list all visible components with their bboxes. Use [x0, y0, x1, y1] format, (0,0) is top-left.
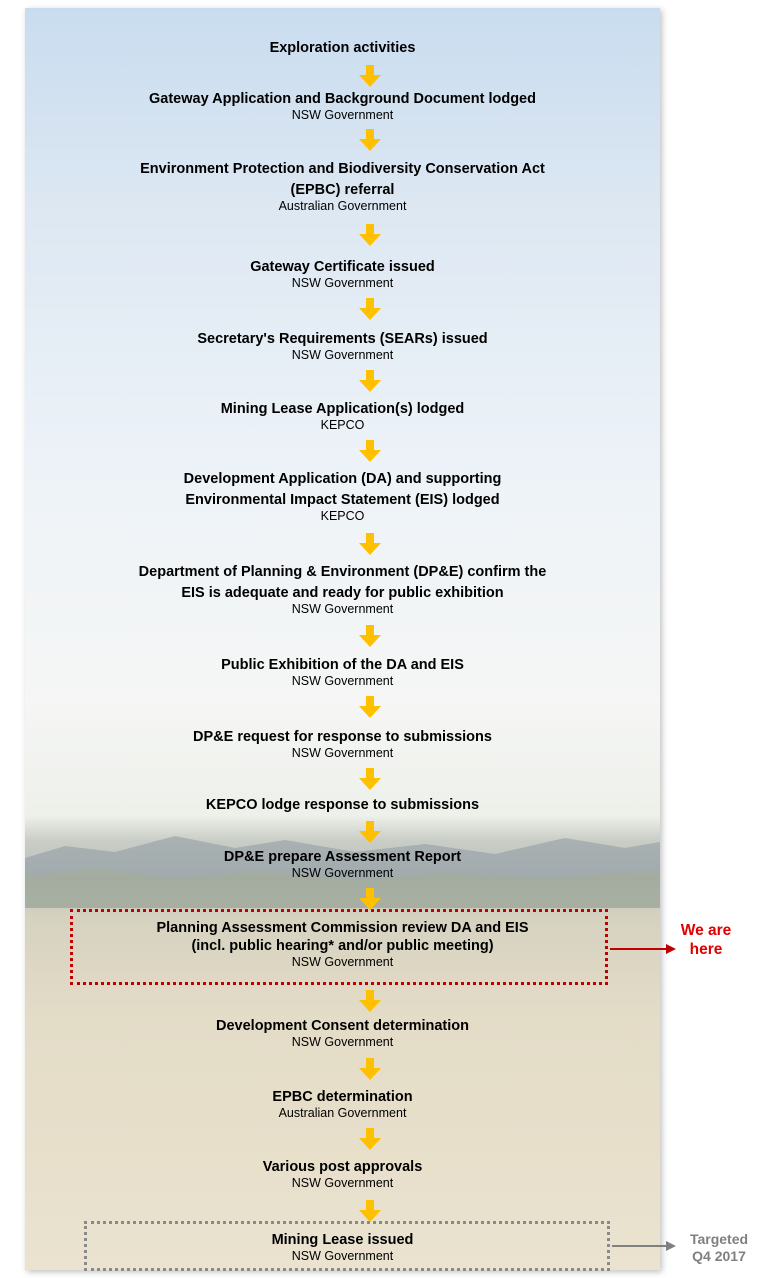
step-title: Public Exhibition of the DA and EIS	[221, 657, 464, 673]
step-title-line1: Environment Protection and Biodiversity …	[140, 161, 545, 177]
step-title: Various post approvals	[262, 1159, 423, 1175]
step-epbc-referral: Environment Protection and Biodiversity …	[25, 160, 660, 214]
step-title: Secretary's Requirements (SEARs) issued	[197, 331, 488, 347]
step-dpe-confirm-eis: Department of Planning & Environment (DP…	[25, 563, 660, 617]
down-arrow-icon	[359, 533, 381, 555]
step-title: Mining Lease issued	[271, 1232, 414, 1248]
arrowhead-icon	[666, 944, 676, 954]
down-arrow-icon	[359, 1058, 381, 1080]
down-arrow-icon	[359, 888, 381, 910]
we-are-here-callout: We are here	[676, 921, 736, 959]
down-arrow-icon	[359, 298, 381, 320]
step-responsible-party: NSW Government	[291, 1176, 394, 1190]
step-title: Exploration activities	[269, 40, 416, 56]
step-kepco-response: KEPCO lodge response to submissions	[25, 796, 660, 814]
step-mining-lease-issued: Mining Lease issued NSW Government	[25, 1231, 660, 1264]
step-responsible-party: NSW Government	[291, 674, 394, 688]
step-public-exhibition: Public Exhibition of the DA and EIS NSW …	[25, 656, 660, 689]
step-responsible-party: NSW Government	[291, 276, 394, 290]
step-title-line2: EIS is adequate and ready for public exh…	[181, 585, 504, 601]
down-arrow-icon	[359, 768, 381, 790]
step-responsible-party: NSW Government	[291, 1249, 394, 1263]
step-gateway-certificate: Gateway Certificate issued NSW Governmen…	[25, 258, 660, 291]
step-responsible-party: NSW Government	[291, 602, 394, 616]
callout-line2: Q4 2017	[692, 1248, 746, 1264]
landscape-hills	[25, 836, 660, 908]
down-arrow-icon	[359, 990, 381, 1012]
step-responsible-party: NSW Government	[291, 108, 394, 122]
step-request-response: DP&E request for response to submissions…	[25, 728, 660, 761]
flowchart-panel: Exploration activities Gateway Applicati…	[25, 8, 660, 1270]
step-responsible-party: NSW Government	[291, 955, 394, 969]
step-title: Development Consent determination	[216, 1018, 469, 1034]
step-epbc-determination: EPBC determination Australian Government	[25, 1088, 660, 1121]
step-title: EPBC determination	[272, 1089, 413, 1105]
step-responsible-party: Australian Government	[278, 1106, 407, 1120]
step-assessment-report: DP&E prepare Assessment Report NSW Gover…	[25, 848, 660, 881]
down-arrow-icon	[359, 1200, 381, 1222]
step-title-line2: (EPBC) referral	[290, 182, 395, 198]
down-arrow-icon	[359, 1128, 381, 1150]
down-arrow-icon	[359, 625, 381, 647]
step-pac-review: Planning Assessment Commission review DA…	[25, 919, 660, 970]
step-responsible-party: NSW Government	[291, 348, 394, 362]
step-title: DP&E request for response to submissions	[193, 729, 492, 745]
step-da-eis-lodged: Development Application (DA) and support…	[25, 470, 660, 524]
down-arrow-icon	[359, 821, 381, 843]
step-responsible-party: KEPCO	[320, 509, 365, 523]
step-exploration: Exploration activities	[25, 39, 660, 57]
step-title: KEPCO lodge response to submissions	[205, 797, 480, 813]
step-sears-issued: Secretary's Requirements (SEARs) issued …	[25, 330, 660, 363]
step-title: Gateway Certificate issued	[250, 259, 435, 275]
step-responsible-party: NSW Government	[291, 1035, 394, 1049]
step-development-consent: Development Consent determination NSW Go…	[25, 1017, 660, 1050]
step-responsible-party: NSW Government	[291, 746, 394, 760]
step-title-line1: Department of Planning & Environment (DP…	[138, 564, 547, 580]
down-arrow-icon	[359, 696, 381, 718]
step-title-line2: (incl. public hearing* and/or public mee…	[191, 938, 494, 954]
step-title: DP&E prepare Assessment Report	[223, 849, 462, 865]
targeted-callout: Targeted Q4 2017	[680, 1231, 758, 1265]
step-title: Gateway Application and Background Docum…	[149, 91, 536, 107]
down-arrow-icon	[359, 224, 381, 246]
step-mining-lease-application: Mining Lease Application(s) lodged KEPCO	[25, 400, 660, 433]
step-responsible-party: KEPCO	[320, 418, 365, 432]
step-title-line1: Planning Assessment Commission review DA…	[156, 920, 529, 936]
down-arrow-icon	[359, 370, 381, 392]
step-title: Mining Lease Application(s) lodged	[220, 401, 465, 417]
callout-line2: here	[689, 941, 723, 958]
step-gateway-application: Gateway Application and Background Docum…	[25, 90, 660, 123]
callout-line1: We are	[680, 922, 732, 939]
step-responsible-party: Australian Government	[278, 199, 407, 213]
current-stage-highlight	[70, 909, 608, 985]
down-arrow-icon	[359, 440, 381, 462]
callout-line1: Targeted	[689, 1231, 749, 1247]
step-title-line2: Environmental Impact Statement (EIS) lod…	[185, 492, 500, 508]
step-responsible-party: NSW Government	[291, 866, 394, 880]
step-title-line1: Development Application (DA) and support…	[183, 471, 502, 487]
down-arrow-icon	[359, 65, 381, 87]
arrowhead-icon	[666, 1241, 676, 1251]
down-arrow-icon	[359, 129, 381, 151]
step-post-approvals: Various post approvals NSW Government	[25, 1158, 660, 1191]
target-stage-highlight	[84, 1221, 610, 1271]
